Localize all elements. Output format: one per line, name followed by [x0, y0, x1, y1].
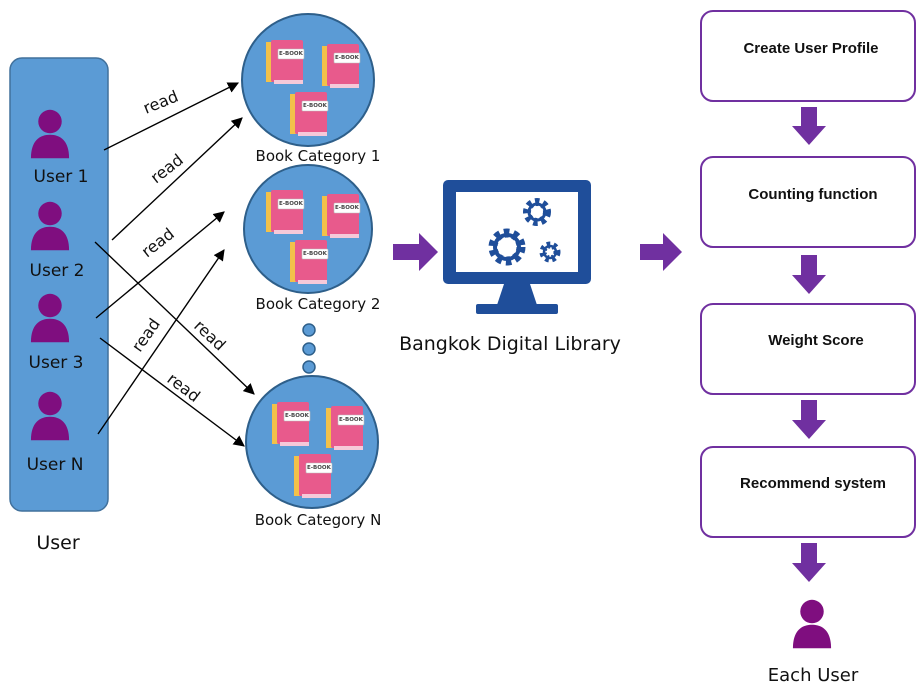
step-label: Weight Score	[768, 332, 864, 349]
read-labels: read read read read read read	[128, 87, 230, 406]
read-arrow	[94, 241, 255, 395]
user-panel: User 1 User 2 User 3 User N	[9, 57, 109, 512]
ebook-label: E-BOOK	[339, 417, 364, 423]
ebook-icon	[266, 190, 305, 234]
flow-arrow-to-steps	[640, 233, 682, 271]
down-arrow	[792, 255, 826, 294]
library-label: Bangkok Digital Library	[399, 333, 621, 355]
step-label: Counting function	[748, 186, 877, 203]
ebook-icon	[322, 44, 361, 88]
ebook-label: E-BOOK	[303, 251, 328, 257]
user-3-label: User 3	[29, 353, 84, 373]
ebook-icon	[294, 454, 333, 498]
ebook-icon	[266, 40, 305, 84]
read-label: read	[190, 316, 229, 354]
step-label: Create User Profile	[743, 40, 878, 57]
library-monitor-icon	[443, 180, 591, 314]
gear-icon	[488, 198, 561, 266]
ellipsis-dots	[302, 323, 316, 374]
user-panel-caption: User	[36, 532, 79, 554]
user-2-label: User 2	[30, 261, 85, 281]
ebook-icon	[272, 402, 311, 446]
each-user-label: Each User	[768, 665, 859, 686]
process-steps: Create User Profile Counting function We…	[700, 10, 916, 582]
category-1-label: Book Category 1	[256, 147, 381, 165]
step-box-counting	[700, 156, 916, 248]
down-arrow	[792, 543, 826, 582]
ellipsis-dot	[302, 360, 316, 374]
book-category-2: E-BOOK E-BOOK E-BOOK	[243, 164, 373, 294]
book-category-n: E-BOOK E-BOOK E-BOOK	[245, 375, 379, 509]
step-box-create-profile	[700, 10, 916, 102]
category-n-label: Book Category N	[255, 511, 382, 529]
step-box-weight-score	[700, 303, 916, 395]
read-label: read	[147, 150, 187, 187]
ebook-label: E-BOOK	[279, 201, 304, 207]
read-arrow	[111, 117, 243, 241]
ebook-icon	[326, 406, 365, 450]
down-arrow	[792, 400, 826, 439]
read-arrow	[97, 249, 225, 435]
ebook-icon	[322, 194, 361, 238]
ellipsis-dot	[302, 323, 316, 337]
ebook-label: E-BOOK	[335, 205, 360, 211]
read-arrow	[99, 337, 245, 447]
ellipsis-dot	[302, 342, 316, 356]
user-n-label: User N	[27, 455, 84, 475]
category-2-label: Book Category 2	[256, 295, 381, 313]
step-box-recommend	[700, 446, 916, 538]
read-label: read	[140, 87, 181, 118]
each-user-icon	[792, 599, 832, 649]
read-arrow	[95, 211, 225, 319]
read-label: read	[128, 315, 164, 355]
flow-arrow-to-library	[393, 233, 438, 271]
ebook-icon	[290, 240, 329, 284]
ebook-label: E-BOOK	[303, 103, 328, 109]
book-category-1: E-BOOK E-BOOK E-BOOK	[241, 13, 375, 147]
read-edges	[94, 82, 255, 447]
ebook-label: E-BOOK	[279, 51, 304, 57]
user-panel-box	[9, 57, 109, 512]
user-1-label: User 1	[34, 167, 89, 187]
step-label: Recommend system	[740, 475, 886, 492]
ebook-label: E-BOOK	[285, 413, 310, 419]
down-arrow	[792, 107, 826, 145]
ebook-label: E-BOOK	[335, 55, 360, 61]
ebook-icon	[290, 92, 329, 136]
read-arrow	[103, 82, 240, 151]
ebook-label: E-BOOK	[307, 465, 332, 471]
